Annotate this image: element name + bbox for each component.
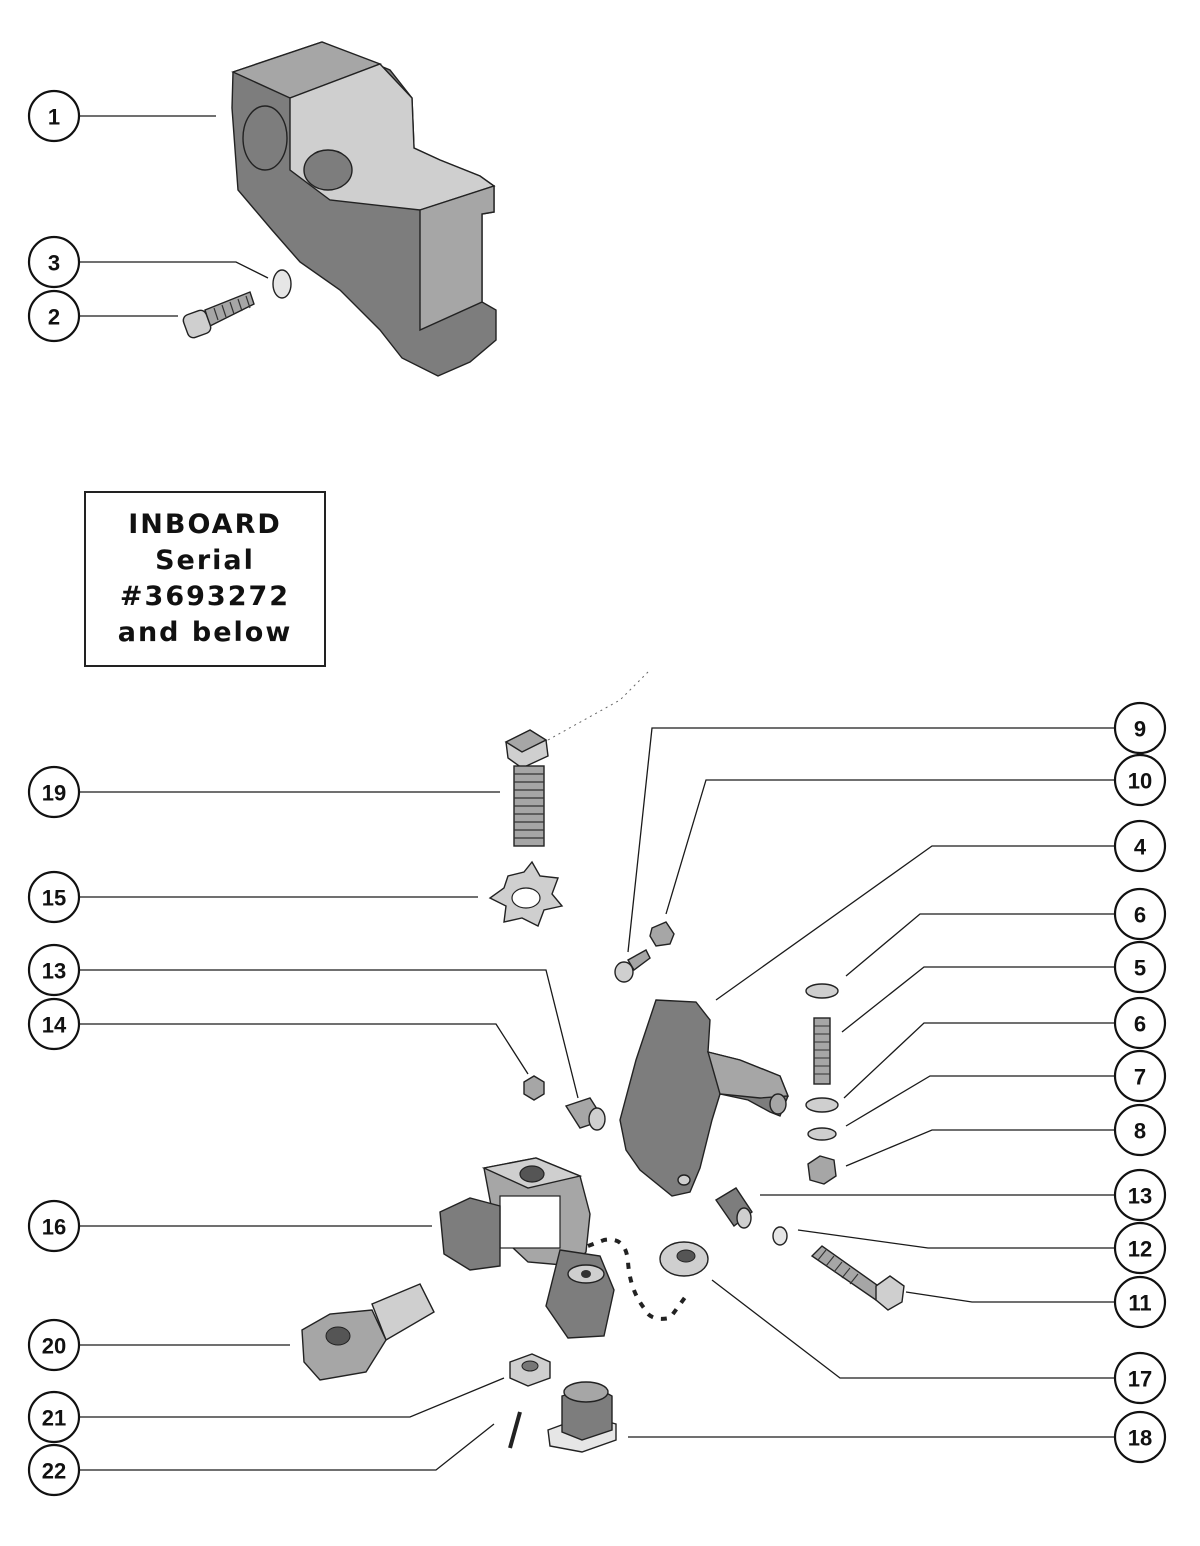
part-washer-12: [772, 1226, 788, 1246]
part-cotter-pin: [508, 1411, 522, 1449]
callout-16: 16: [27, 1199, 81, 1253]
callout-13-right: 13: [1113, 1168, 1167, 1222]
callout-6-lower: 6: [1113, 996, 1167, 1050]
svg-text:6: 6: [1134, 903, 1146, 928]
part-rod-end: [301, 1283, 435, 1381]
svg-text:21: 21: [42, 1406, 66, 1431]
note-line-2: Serial: [155, 545, 255, 576]
svg-text:1: 1: [48, 105, 60, 130]
svg-text:19: 19: [42, 781, 66, 806]
part-hex-bolt: [504, 729, 549, 847]
svg-text:18: 18: [1128, 1426, 1152, 1451]
note-line-1: INBOARD: [128, 509, 282, 540]
part-hex-nut: [509, 1353, 551, 1387]
svg-text:13: 13: [1128, 1184, 1152, 1209]
svg-text:2: 2: [48, 305, 60, 330]
part-cotter-outline: [587, 1237, 688, 1321]
part-lock-washer: [272, 269, 292, 299]
callout-7: 7: [1113, 1049, 1167, 1103]
note-line-3: #3693272: [119, 581, 291, 612]
callout-21: 21: [27, 1390, 81, 1444]
note-line-4: and below: [117, 617, 293, 648]
part-screw: [182, 291, 255, 339]
part-long-bolt: [810, 1245, 905, 1311]
svg-text:5: 5: [1134, 956, 1146, 981]
leader-lines: [80, 115, 1114, 1471]
part-spacer-left: [564, 1097, 606, 1131]
svg-text:14: 14: [42, 1013, 67, 1038]
part-bushing: [547, 1381, 617, 1453]
callout-11: 11: [1113, 1275, 1167, 1329]
serial-note-box: INBOARD Serial #3693272 and below: [84, 491, 326, 667]
callout-3: 3: [27, 235, 81, 289]
svg-text:10: 10: [1128, 769, 1152, 794]
part-yoke: [439, 1157, 615, 1339]
callout-10: 10: [1113, 753, 1167, 807]
svg-text:8: 8: [1134, 1119, 1146, 1144]
svg-text:13: 13: [42, 959, 66, 984]
svg-text:4: 4: [1134, 835, 1147, 860]
callout-1: 1: [27, 89, 81, 143]
svg-text:17: 17: [1128, 1367, 1152, 1392]
part-bracket: [619, 999, 790, 1197]
callout-20: 20: [27, 1318, 81, 1372]
part-washer-6-top: [805, 983, 839, 999]
svg-text:16: 16: [42, 1215, 66, 1240]
callout-6-upper: 6: [1113, 887, 1167, 941]
callout-22: 22: [27, 1443, 81, 1497]
callout-15: 15: [27, 870, 81, 924]
part-large-washer: [659, 1241, 709, 1277]
part-nut-10: [649, 921, 675, 947]
callout-4: 4: [1113, 819, 1167, 873]
svg-text:20: 20: [42, 1334, 66, 1359]
callout-13-left: 13: [27, 943, 81, 997]
svg-text:15: 15: [42, 886, 66, 911]
part-lock-washer-7: [807, 1127, 837, 1141]
part-washer-6-bottom: [805, 1097, 839, 1113]
svg-text:9: 9: [1134, 717, 1146, 742]
callout-14: 14: [27, 997, 81, 1051]
svg-text:22: 22: [42, 1459, 66, 1484]
callout-9: 9: [1113, 701, 1167, 755]
part-stud: [813, 1017, 831, 1085]
svg-text:12: 12: [1128, 1237, 1152, 1262]
callout-19: 19: [27, 765, 81, 819]
part-nut-8: [807, 1155, 837, 1185]
svg-text:3: 3: [48, 251, 60, 276]
svg-text:11: 11: [1128, 1291, 1151, 1316]
part-star-washer: [488, 860, 564, 927]
callout-8: 8: [1113, 1103, 1167, 1157]
callout-12: 12: [1113, 1221, 1167, 1275]
part-housing: [231, 41, 497, 377]
part-spacer-right: [714, 1187, 753, 1229]
callout-17: 17: [1113, 1351, 1167, 1405]
svg-text:6: 6: [1134, 1012, 1146, 1037]
part-small-screw: [614, 949, 651, 983]
svg-text:7: 7: [1134, 1065, 1146, 1090]
callout-5: 5: [1113, 940, 1167, 994]
part-small-nut: [523, 1075, 545, 1101]
callout-2: 2: [27, 289, 81, 343]
callout-18: 18: [1113, 1410, 1167, 1464]
